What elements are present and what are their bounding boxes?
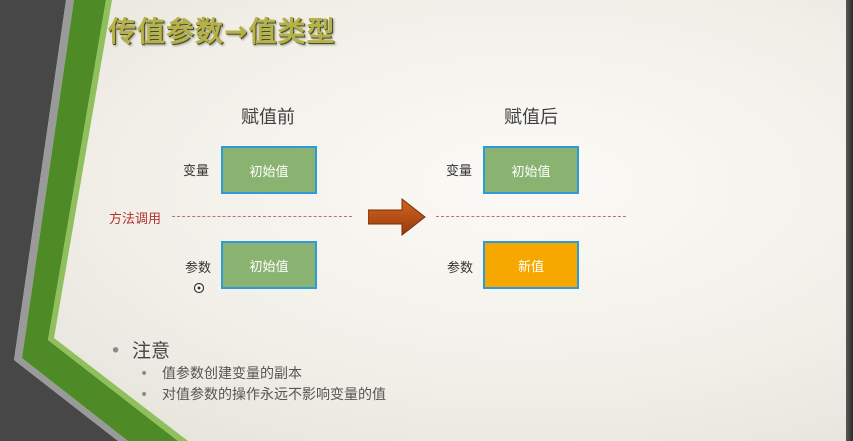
after-parameter-box: 新值 <box>483 241 579 289</box>
notes-heading: 注意 <box>132 340 171 362</box>
notes-section: • 注意 • 值参数创建变量的副本 • 对值参数的操作永远不影响变量的值 <box>110 338 386 406</box>
notes-item-text: 对值参数的操作永远不影响变量的值 <box>162 387 386 403</box>
method-call-line-left <box>172 216 352 217</box>
method-call-label: 方法调用 <box>109 212 162 227</box>
after-variable-box: 初始值 <box>483 146 579 194</box>
slide-title: 传值参数→值类型 <box>108 15 336 48</box>
bullet-icon: • <box>140 387 149 403</box>
after-parameter-label: 参数 <box>447 261 474 276</box>
slide-right-edge <box>846 0 853 441</box>
bullet-icon: • <box>110 340 122 362</box>
after-variable-label: 变量 <box>446 164 473 179</box>
notes-item: • 对值参数的操作永远不影响变量的值 <box>110 385 386 406</box>
before-parameter-box: 初始值 <box>221 241 317 289</box>
notes-item-text: 值参数创建变量的副本 <box>162 366 302 382</box>
mouse-cursor-icon <box>193 282 205 294</box>
notes-heading-item: • 注意 <box>110 338 386 364</box>
before-variable-box: 初始值 <box>221 146 317 194</box>
before-heading: 赋值前 <box>241 107 295 128</box>
after-heading: 赋值后 <box>504 107 558 128</box>
bullet-icon: • <box>140 366 149 382</box>
before-parameter-label: 参数 <box>185 261 212 276</box>
method-call-line-right <box>436 216 626 217</box>
right-arrow-icon <box>368 198 426 236</box>
before-variable-label: 变量 <box>183 164 210 179</box>
notes-item: • 值参数创建变量的副本 <box>110 364 386 385</box>
